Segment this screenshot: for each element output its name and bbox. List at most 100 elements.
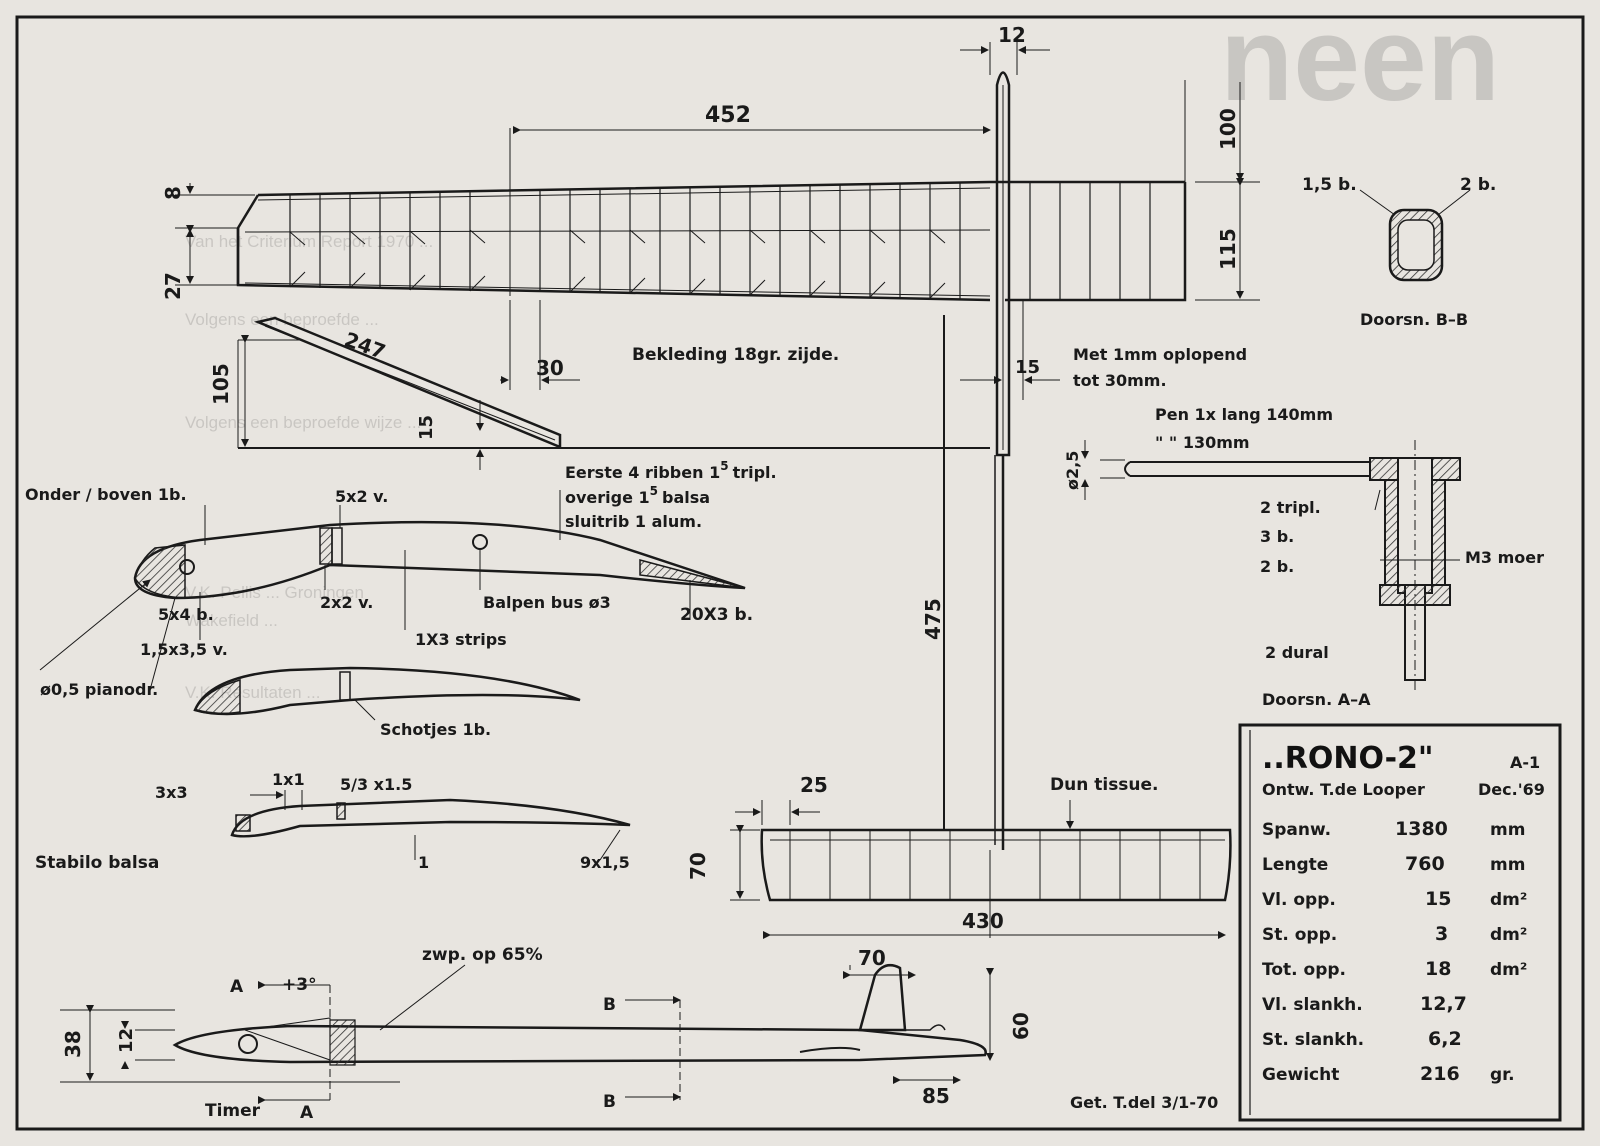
spec-unit: dm² bbox=[1490, 890, 1527, 910]
dim-15-tip: 15 bbox=[416, 415, 437, 440]
section-b-b bbox=[1359, 189, 1471, 282]
label-bekleding: Bekleding 18gr. zijde. bbox=[632, 345, 839, 365]
label-pen-140: Pen 1x lang 140mm bbox=[1155, 405, 1333, 424]
label-20x3b: 20X3 b. bbox=[680, 605, 753, 625]
spec-unit: mm bbox=[1490, 820, 1525, 840]
dim-pin-diameter: ø2,5 bbox=[1063, 451, 1082, 490]
label-2b: 2 b. bbox=[1460, 175, 1496, 195]
label-tot-30mm: tot 30mm. bbox=[1073, 371, 1167, 390]
label-9x1-5: 9x1,5 bbox=[580, 853, 630, 872]
label-2-tripl: 2 tripl. bbox=[1260, 498, 1321, 517]
label-2b-aa: 2 b. bbox=[1260, 557, 1294, 576]
dim-25: 25 bbox=[800, 773, 828, 797]
dim-38: 38 bbox=[61, 1030, 85, 1058]
dim-105: 105 bbox=[209, 363, 233, 405]
label-pianodraad: ø0,5 pianodr. bbox=[40, 680, 158, 699]
label-plus-3-degrees: +3° bbox=[282, 975, 317, 995]
label-5x2v: 5x2 v. bbox=[335, 487, 388, 506]
label-getekend: Get. T.del 3/1-70 bbox=[1070, 1093, 1218, 1112]
label-balpen-bus: Balpen bus ø3 bbox=[483, 593, 611, 612]
label-a-top: A bbox=[230, 977, 244, 997]
label-pen-130: " " 130mm bbox=[1155, 433, 1250, 452]
dim-15-root: 15 bbox=[1015, 357, 1040, 378]
label-5-3x1-5: 5/3 x1.5 bbox=[340, 775, 412, 794]
dim-12: 12 bbox=[998, 23, 1026, 47]
design-date: Dec.'69 bbox=[1478, 780, 1545, 799]
spec-value: 18 bbox=[1425, 958, 1451, 980]
background-line: Van het Criterium Report 1970 ... bbox=[185, 232, 434, 251]
dim-30: 30 bbox=[536, 356, 564, 380]
dimension-texts: 12 452 100 8 27 115 247 105 15 30 15 475… bbox=[61, 23, 1240, 1108]
title-block-frame bbox=[1238, 723, 1562, 1122]
dim-12-fuselage: 12 bbox=[116, 1028, 137, 1053]
background-line: V.K. Pellis ... Groningen bbox=[185, 583, 364, 602]
label-doorsnede-b-b: Doorsn. B–B bbox=[1360, 310, 1468, 329]
outer-frame bbox=[15, 15, 1585, 1131]
dim-70-stab: 70 bbox=[686, 852, 710, 880]
label-b-top: B bbox=[603, 995, 616, 1015]
wing-tip-dihedral bbox=[237, 316, 990, 470]
dim-70-fin: 70 bbox=[858, 946, 886, 970]
annotation-labels: Bekleding 18gr. zijde. Met 1mm oplopend … bbox=[25, 175, 1544, 1123]
wing-rib-section-2 bbox=[193, 666, 581, 721]
spec-unit: dm² bbox=[1490, 960, 1527, 980]
label-3b: 3 b. bbox=[1260, 527, 1294, 546]
spec-label: Tot. opp. bbox=[1262, 960, 1346, 980]
spec-value: 3 bbox=[1435, 923, 1448, 945]
model-class: A-1 bbox=[1510, 753, 1540, 772]
dim-475: 475 bbox=[921, 598, 945, 640]
model-name: ..RONO-2" bbox=[1262, 741, 1434, 776]
label-sluitrib: sluitrib 1 alum. bbox=[565, 512, 702, 531]
spec-unit: gr. bbox=[1490, 1065, 1515, 1085]
title-block: ..RONO-2" A-1 Ontw. T.de Looper Dec.'69 … bbox=[1262, 741, 1545, 1085]
label-1x3-strips: 1X3 strips bbox=[415, 630, 507, 649]
spec-label: St. opp. bbox=[1262, 925, 1337, 945]
spec-label: Vl. slankh. bbox=[1262, 995, 1363, 1015]
spec-unit: mm bbox=[1490, 855, 1525, 875]
label-1-5x3-5v: 1,5x3,5 v. bbox=[140, 640, 228, 659]
label-1x1: 1x1 bbox=[272, 770, 305, 789]
dim-60: 60 bbox=[1009, 1012, 1033, 1040]
dim-115: 115 bbox=[1216, 228, 1240, 270]
spec-value: 12,7 bbox=[1420, 993, 1467, 1015]
spec-value: 15 bbox=[1425, 888, 1451, 910]
spec-label: St. slankh. bbox=[1262, 1030, 1364, 1050]
dim-8: 8 bbox=[161, 186, 185, 200]
label-3x3: 3x3 bbox=[155, 783, 188, 802]
section-a-a bbox=[1081, 440, 1461, 690]
stabilizer-plan-view bbox=[730, 800, 1232, 939]
spec-value: 1380 bbox=[1395, 818, 1448, 840]
fuselage-boom bbox=[943, 315, 1005, 850]
label-1-5b: 1,5 b. bbox=[1302, 175, 1357, 195]
spec-value: 760 bbox=[1405, 853, 1445, 875]
label-zwaartepunt: zwp. op 65% bbox=[422, 945, 543, 965]
dim-430: 430 bbox=[962, 909, 1004, 933]
stabilo-rib-section bbox=[230, 790, 631, 861]
spec-label: Lengte bbox=[1262, 855, 1328, 875]
label-2-dural: 2 dural bbox=[1265, 643, 1329, 662]
spec-label: Gewicht bbox=[1262, 1065, 1339, 1085]
background-line: Wakefield ... bbox=[185, 611, 278, 630]
spec-label: Spanw. bbox=[1262, 820, 1331, 840]
wing-plan-view bbox=[236, 180, 1187, 302]
spec-label: Vl. opp. bbox=[1262, 890, 1336, 910]
label-doorsnede-a-a: Doorsn. A–A bbox=[1262, 690, 1371, 709]
designer: Ontw. T.de Looper bbox=[1262, 780, 1425, 799]
label-m3-moer: M3 moer bbox=[1465, 548, 1544, 567]
dim-452: 452 bbox=[705, 103, 751, 128]
wing-rib-section bbox=[39, 520, 746, 671]
label-a-bottom: A bbox=[300, 1103, 314, 1123]
spec-unit: dm² bbox=[1490, 925, 1527, 945]
dim-100: 100 bbox=[1216, 108, 1240, 150]
dim-85: 85 bbox=[922, 1084, 950, 1108]
label-timer: Timer bbox=[205, 1101, 261, 1121]
dim-27: 27 bbox=[161, 272, 185, 300]
fuselage-side-view bbox=[60, 963, 994, 1104]
label-1: 1 bbox=[418, 853, 429, 872]
spec-value: 216 bbox=[1420, 1063, 1460, 1085]
label-dun-tissue: Dun tissue. bbox=[1050, 775, 1159, 795]
